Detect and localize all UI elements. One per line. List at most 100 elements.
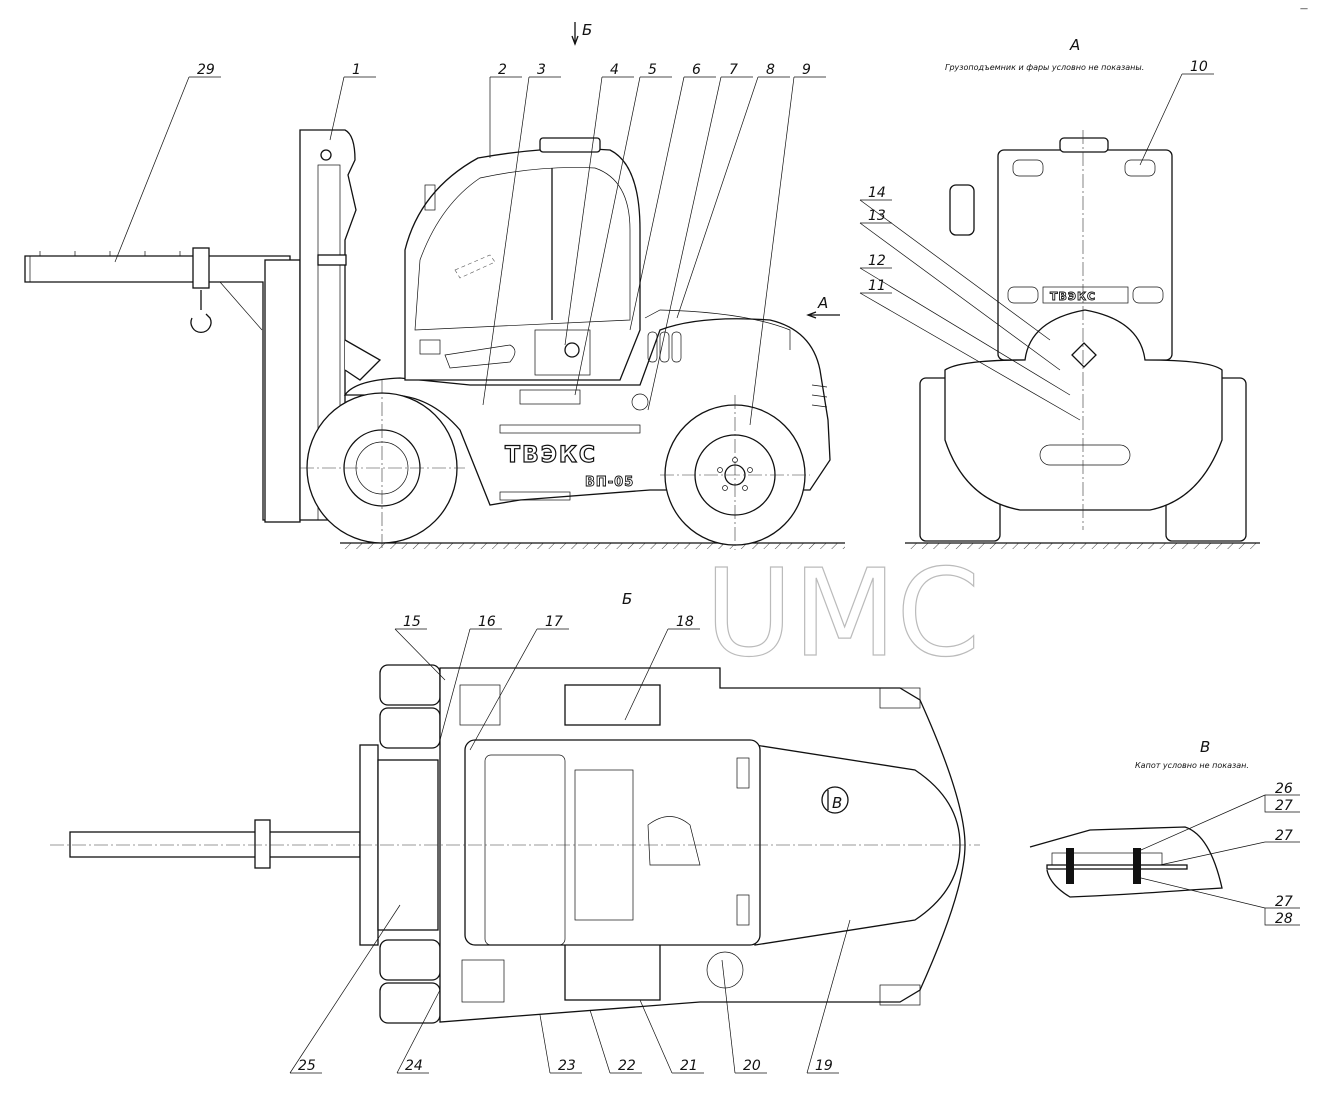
side-view: Б (24, 21, 845, 550)
callout-number: 19 (815, 1058, 833, 1074)
callout-number: 13 (868, 208, 886, 224)
cab (404, 137, 641, 405)
callout-19: 19 (806, 919, 851, 1074)
callout-leader (469, 628, 538, 751)
svg-text:А: А (817, 294, 828, 312)
svg-text:27: 27 (1275, 828, 1293, 844)
view-v-note: Капот условно не показан. (1135, 761, 1249, 770)
callout-20: 20 (721, 959, 767, 1074)
brand-model: ВП-05 (585, 475, 634, 490)
callout-number: 4 (610, 62, 619, 78)
callout-2: 2 (489, 62, 522, 158)
view-arrow-b: Б (571, 21, 592, 46)
callout-3: 3 (482, 62, 561, 406)
callout-number: 21 (680, 1058, 698, 1074)
callout-leader (859, 292, 1081, 421)
callout-number: 5 (648, 62, 657, 78)
side-mirror (949, 184, 975, 236)
callout-leader (721, 959, 736, 1074)
svg-text:27: 27 (1275, 894, 1293, 910)
callout-23: 23 (539, 1014, 582, 1074)
callout-number: 23 (558, 1058, 576, 1074)
svg-text:Б: Б (582, 21, 592, 39)
callout-4: 4 (564, 62, 634, 346)
callout-15: 15 (394, 614, 446, 681)
hood-front (944, 309, 1223, 511)
svg-text:28: 28 (1275, 911, 1293, 927)
callout-11: 11 (859, 278, 1081, 421)
callout-number: 1 (352, 62, 361, 78)
callout-number: 25 (298, 1058, 316, 1074)
hook-block (192, 247, 210, 289)
callout-number: 16 (478, 614, 496, 630)
view-v-title: В (1200, 738, 1210, 756)
callout-leader (676, 76, 759, 319)
callout-leader (539, 1014, 551, 1074)
callout-8: 8 (676, 62, 790, 319)
callout-number: 17 (545, 614, 563, 630)
callout-number: 12 (868, 253, 886, 269)
callout-number: 8 (766, 62, 775, 78)
callout-leader (394, 628, 446, 681)
detail-callouts: 26 27 27 27 28 (1140, 781, 1300, 927)
callout-leader (289, 904, 401, 1074)
view-v-marker: В (821, 786, 849, 814)
callout-leader (439, 628, 471, 741)
view-a-note: Грузоподъемник и фары условно не показан… (945, 63, 1144, 72)
callout-leader (859, 267, 1071, 396)
callout-24: 24 (396, 989, 441, 1074)
callout-22: 22 (589, 1009, 642, 1074)
crane-jib (24, 247, 291, 521)
callout-leader (396, 989, 441, 1074)
callout-leader (629, 76, 685, 331)
brand-name: ТВЭКС (505, 443, 597, 468)
corner-mark: — (1300, 4, 1308, 13)
callout-leader (114, 76, 190, 263)
top-view-b: Б В (50, 590, 980, 1024)
callout-leader (329, 76, 345, 141)
callout-leader (859, 222, 1061, 371)
view-arrow-a: А (806, 294, 840, 319)
view-b-title: Б (622, 590, 632, 608)
hook-icon (190, 290, 212, 334)
callout-5: 5 (574, 62, 672, 396)
callout-13: 13 (859, 208, 1061, 371)
callout-number: 9 (802, 62, 811, 78)
callout-17: 17 (469, 614, 569, 751)
callout-number: 20 (743, 1058, 761, 1074)
callout-number: 14 (868, 185, 886, 201)
svg-text:26: 26 (1275, 781, 1293, 797)
callout-leader (639, 999, 673, 1074)
callout-number: 15 (403, 614, 421, 630)
callout-leader (564, 76, 603, 346)
callout-number: 29 (197, 62, 215, 78)
roof-beacon (539, 137, 601, 153)
callout-number: 2 (498, 62, 507, 78)
callout-number: 3 (537, 62, 546, 78)
callout-16: 16 (439, 614, 502, 741)
callout-number: 7 (729, 62, 738, 78)
callout-29: 29 (114, 62, 221, 263)
callout-number: 10 (1190, 59, 1208, 75)
callout-leader (624, 628, 669, 721)
step-bottom (564, 939, 661, 1001)
watermark: UMC (705, 545, 980, 684)
jib-top (69, 831, 361, 858)
callout-25: 25 (289, 904, 401, 1074)
callout-number: 18 (676, 614, 694, 630)
detail-view-v: В Капот условно не показан. (1029, 738, 1249, 898)
callout-6: 6 (629, 62, 716, 331)
front-view-a: А Грузоподъемник и фары условно не показ… (905, 36, 1260, 549)
emblem-icon (1071, 342, 1097, 368)
callout-leader (574, 76, 641, 396)
callout-10: 10 (1139, 59, 1214, 166)
callout-leader (482, 76, 530, 406)
callout-number: 22 (618, 1058, 636, 1074)
front-brand-name: ТВЭКС (1050, 290, 1096, 303)
callout-21: 21 (639, 999, 704, 1074)
callout-leader (749, 76, 795, 426)
callout-number: 6 (692, 62, 701, 78)
callout-1: 1 (329, 62, 376, 141)
